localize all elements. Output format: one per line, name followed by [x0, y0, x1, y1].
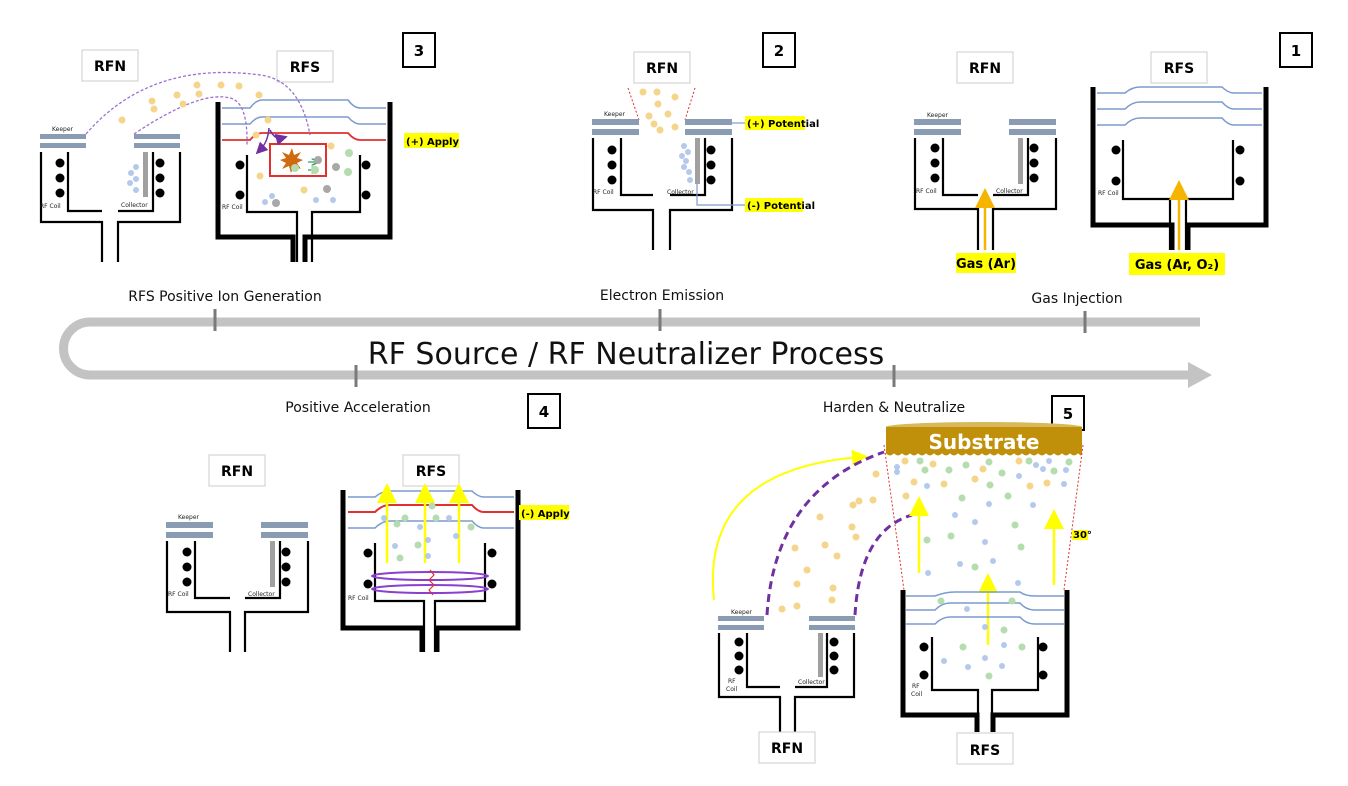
stage-label-4: Positive Acceleration [285, 400, 430, 416]
svg-text:2: 2 [774, 42, 784, 60]
rfn-label-box: RFN [633, 51, 691, 84]
collector [1018, 138, 1023, 184]
svg-text:(+) Potential: (+) Potential [747, 119, 819, 130]
svg-text:Keeper: Keeper [52, 126, 74, 133]
svg-text:RFN: RFN [94, 59, 126, 75]
svg-text:RFS: RFS [416, 464, 446, 480]
angle-highlight: 30° [1072, 530, 1092, 541]
svg-text:Gas (Ar): Gas (Ar) [956, 257, 1016, 272]
electrons [118, 81, 272, 139]
svg-text:RFS: RFS [970, 743, 1000, 759]
svg-text:RF Coil: RF Coil [348, 595, 369, 602]
svg-text:Gas (Ar, O₂): Gas (Ar, O₂) [1135, 258, 1219, 273]
collector [143, 152, 148, 197]
svg-text:Coil: Coil [911, 691, 923, 698]
positive-potential-highlight: (+) Potential [745, 116, 819, 130]
svg-text:Keeper: Keeper [927, 112, 949, 119]
svg-text:Keeper: Keeper [178, 514, 200, 521]
negative-potential-highlight: (-) Potential [745, 198, 815, 212]
rfs-label-box: RFS [276, 50, 334, 83]
svg-text:Keeper: Keeper [731, 609, 753, 616]
gas-ar-o2-highlight: Gas (Ar, O₂) [1129, 253, 1225, 275]
electron-path-inner [133, 96, 248, 146]
svg-text:Substrate: Substrate [929, 430, 1040, 454]
svg-text:1: 1 [1291, 42, 1301, 60]
svg-text:RFN: RFN [646, 61, 678, 77]
panel-5: Substrate 30° Keeper RF Coil Col [711, 422, 1092, 765]
svg-text:Collector: Collector [996, 188, 1023, 195]
stage-label-1: Gas Injection [1031, 291, 1122, 307]
apply-highlight: (-) Apply [519, 505, 570, 520]
diagram-title: RF Source / RF Neutralizer Process [368, 337, 884, 372]
svg-text:(-) Apply: (-) Apply [521, 509, 570, 520]
panel-3: RFN RFS Keeper RF Coil Collector RF Coil [39, 49, 459, 262]
rfn-label-box: RFN [208, 454, 266, 487]
keeper-plate [40, 134, 86, 139]
rf-coil-ring [371, 584, 489, 594]
svg-text:RFS: RFS [1164, 61, 1194, 77]
svg-text:RF: RF [728, 678, 736, 685]
svg-text:RFN: RFN [221, 464, 253, 480]
collector [270, 541, 275, 587]
svg-text:Collector: Collector [248, 591, 275, 598]
svg-text:RF Coil: RF Coil [222, 204, 243, 211]
electron-path-outer [85, 71, 311, 136]
keeper-plate [914, 119, 961, 125]
panel-2: RFN Keeper RF Coil Collector (+) Potenti… [591, 51, 819, 250]
rfs-label-box: RFS [956, 732, 1014, 765]
collector [818, 633, 823, 677]
svg-text:Collector: Collector [798, 679, 825, 686]
keeper-plate [718, 616, 764, 621]
svg-text:RFN: RFN [771, 741, 803, 757]
svg-text:RFN: RFN [969, 61, 1001, 77]
panel-4: RFN RFS Keeper RF Coil Collector RF Coil… [165, 454, 570, 652]
svg-text:RFS: RFS [290, 60, 320, 76]
track-arrowhead [1188, 362, 1212, 388]
svg-text:Keeper: Keeper [604, 111, 626, 118]
svg-text:RF: RF [912, 683, 920, 690]
collision-box [269, 143, 327, 177]
apply-highlight: (+) Apply [404, 133, 459, 148]
svg-text:RF Coil: RF Coil [1098, 190, 1119, 197]
panel-1: RFN RFS Keeper RF Coil Collector Gas (Ar… [913, 51, 1269, 275]
rfs-label-box: RFS [402, 454, 460, 487]
gas-ar-highlight: Gas (Ar) [956, 253, 1016, 273]
rfn-device: Keeper RF Coil Collector [39, 126, 182, 262]
svg-text:3: 3 [414, 42, 424, 60]
svg-text:RF Coil: RF Coil [916, 188, 937, 195]
rfn-label-box: RFN [956, 51, 1014, 84]
number-box-1: 1 [1279, 32, 1313, 68]
stage-label-2: Electron Emission [600, 288, 724, 304]
rfn-label-box: RFN [81, 49, 139, 82]
svg-text:(-) Potential: (-) Potential [747, 201, 815, 212]
rfs-device: RF Coil [215, 99, 393, 262]
number-box-3: 3 [402, 32, 436, 68]
keeper-plate [166, 522, 213, 528]
rfs-label-box: RFS [1150, 51, 1208, 84]
svg-text:5: 5 [1063, 405, 1073, 423]
substrate: Substrate [885, 422, 1083, 457]
svg-text:RF Coil: RF Coil [593, 189, 614, 196]
process-track [59, 309, 1212, 388]
number-box-4: 4 [527, 393, 561, 429]
rfn-label-box: RFN [758, 731, 816, 764]
svg-text:4: 4 [539, 403, 549, 421]
svg-text:Collector: Collector [667, 189, 694, 196]
svg-text:RF Coil: RF Coil [40, 203, 61, 210]
svg-text:RF Coil: RF Coil [168, 591, 189, 598]
number-box-2: 2 [762, 32, 796, 68]
stage-label-5: Harden & Neutralize [823, 400, 965, 416]
electron-flow-arrow [711, 449, 868, 601]
svg-text:Coil: Coil [726, 686, 738, 693]
svg-text:Collector: Collector [121, 202, 148, 209]
stage-label-3: RFS Positive Ion Generation [128, 289, 321, 305]
rf-coil-ring [371, 571, 489, 581]
svg-text:(+) Apply: (+) Apply [406, 137, 459, 148]
svg-text:30°: 30° [1073, 530, 1092, 541]
collector [695, 138, 700, 184]
keeper-plate [592, 119, 639, 125]
